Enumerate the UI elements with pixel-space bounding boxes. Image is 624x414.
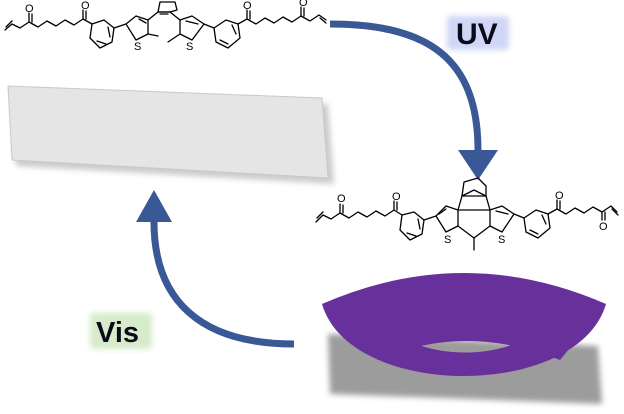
oxygen-label: O <box>392 191 401 203</box>
oxygen-label: O <box>555 190 564 202</box>
oxygen-label: O <box>25 3 34 15</box>
closed-molecule <box>315 177 619 251</box>
sulfur-label: S <box>444 234 451 246</box>
vis-label-box <box>90 313 152 349</box>
uv-label-box <box>447 16 509 50</box>
oxygen-label: O <box>81 0 90 12</box>
uv-arrow-head <box>458 150 498 180</box>
closed-molecule-atoms: O O S S O O <box>337 190 608 246</box>
oxygen-label: O <box>337 193 346 205</box>
vis-arrow-shaft <box>150 221 295 348</box>
bent-film-body <box>322 300 606 376</box>
oxygen-label: O <box>299 0 308 9</box>
open-molecule-atoms: O O S S O O <box>25 0 308 53</box>
oxygen-label: O <box>243 0 252 12</box>
uv-label: UV <box>456 18 498 51</box>
sulfur-label: S <box>498 234 505 246</box>
vis-arrow-head <box>136 190 172 222</box>
flat-film <box>7 85 329 179</box>
vis-label: Vis <box>96 317 139 349</box>
sulfur-label: S <box>186 41 193 53</box>
sulfur-label: S <box>134 41 141 53</box>
oxygen-label: O <box>599 221 608 233</box>
uv-arrow-shaft <box>329 20 482 151</box>
open-molecule <box>4 1 327 49</box>
